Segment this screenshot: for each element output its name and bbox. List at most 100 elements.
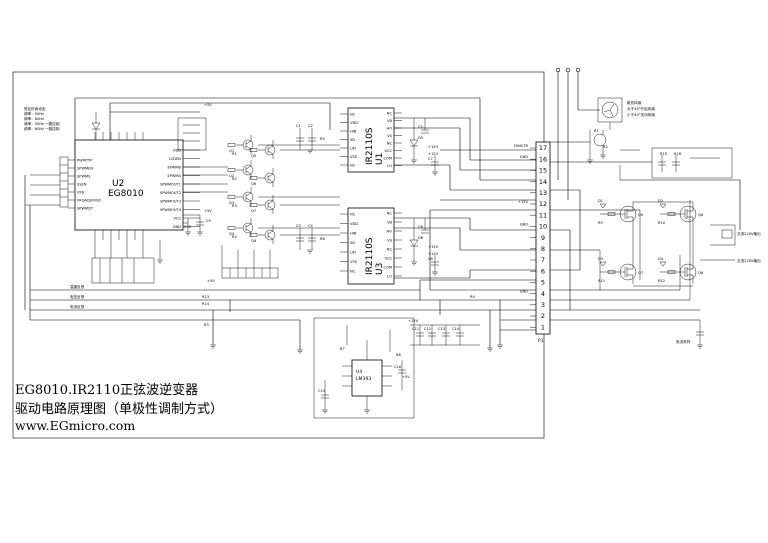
pin-label: VB: [387, 220, 392, 224]
transistor: [242, 191, 254, 203]
resistor-ref: R2: [232, 177, 237, 181]
u2-bottom-network: [91, 240, 161, 284]
pin-label: GND: [173, 225, 181, 229]
capacitor-ref: C12: [424, 327, 431, 331]
pin-label: SD: [350, 138, 355, 142]
pin-label: LIN: [350, 146, 356, 150]
header-row: [221, 245, 279, 279]
transistor-collector: [267, 200, 274, 205]
pin-label: HO: [386, 229, 392, 233]
capacitor-ref: C2: [308, 124, 313, 128]
chip-part: EG8010: [108, 189, 144, 199]
pin-label: VS: [387, 238, 392, 242]
mosfet-ref: Q5: [638, 213, 643, 217]
pin-label: SD: [350, 241, 355, 245]
pin-label: VB: [387, 119, 392, 123]
pin-label: LCDEN: [169, 157, 182, 161]
pin-label: COM: [384, 156, 392, 160]
transistor-emitter: [267, 150, 274, 155]
pin-label: SPWMEN: [77, 166, 93, 170]
p1-pin-number: 16: [539, 155, 547, 163]
label-volt: +15V: [428, 145, 439, 149]
p1-pin-number: 3: [541, 301, 545, 309]
label-current-feedback: 电流反馈: [70, 304, 85, 309]
fan-label: 小于40°关闭风扇: [627, 112, 655, 117]
mosfet-ref: Q6: [698, 213, 704, 217]
ac-out-label: 交流220V输出: [737, 258, 761, 263]
pin-label: NC: [350, 163, 356, 167]
transistor-collector: [245, 192, 252, 197]
note-line: 频率：50Hz: [24, 111, 44, 116]
capacitor-ref: C3: [296, 224, 301, 228]
u2-left-pins: PWMTYPSPWMENSPWMSSSENVFBFRQADJ/VFB2SPWMD…: [68, 158, 101, 210]
resistor-ref: R14: [202, 302, 210, 306]
pin-label: FRQADJ/VFB2: [77, 198, 101, 202]
chip-u2-eg8010: U2 EG8010 PWMTYPSPWMENSPWMSSSENVFBFRQADJ…: [68, 132, 200, 240]
note-line: 频率：60Hz 一路控制: [24, 126, 60, 131]
fan-label: 散热风扇: [627, 100, 642, 105]
note-line: 死区时间设定: [24, 106, 46, 111]
p1-pins: 17FANCTR16GND15141312+15V1110GND987654GN…: [514, 144, 547, 331]
capacitor-ref: C1: [296, 124, 301, 128]
power-cap-bank: +15V +5V: [402, 319, 480, 379]
pin-label: NC: [350, 212, 356, 216]
resistor-ref: R3: [204, 323, 209, 327]
caption-url: www.EGmicro.com: [15, 418, 135, 433]
dead-time-notes: 死区时间设定 频率：50Hz 频率：60Hz 频率：50Hz 一路控制 频率：6…: [24, 106, 60, 131]
base-resistor: [249, 176, 258, 180]
chip-part: LM393: [356, 376, 371, 382]
label-current-sample: 电流采样: [676, 339, 691, 344]
pin-label: SPWMOUT2: [160, 191, 181, 195]
base-resistor: [249, 148, 258, 152]
pin-label: PWMTYP: [77, 158, 93, 162]
pin-label: HIN: [350, 129, 357, 133]
pin-label: HO: [386, 126, 392, 130]
p1-pin-number: 2: [541, 312, 545, 320]
gate-resistor: [667, 212, 676, 216]
p1-pin-number: 6: [541, 267, 545, 275]
gate-diode: [599, 261, 607, 267]
resistor-ref: R10: [658, 221, 666, 225]
pin-label: SPWMS: [77, 174, 91, 178]
ground-symbols: [157, 149, 703, 414]
resistor-ref: R1: [594, 129, 599, 133]
resistor-ref: R3: [232, 204, 237, 208]
label-volt: +5V: [204, 209, 212, 213]
pin-label: LO: [387, 274, 392, 278]
capacitor-ref: C14: [452, 327, 460, 331]
gate-diode: [659, 261, 667, 267]
transistor: [242, 164, 254, 176]
label-voltage-feedback: 电压反馈: [70, 294, 85, 299]
chip-ref: U1: [375, 153, 385, 165]
u2-right-rc: [183, 214, 204, 232]
ac-out-label: 交流220V输出: [737, 231, 761, 236]
transistor-ref: Q4: [229, 232, 235, 236]
transistor-ref: Q7: [251, 209, 256, 213]
resistor-ref: R13: [202, 295, 209, 299]
gate-resistor: [607, 212, 616, 216]
diode-ref: D4: [658, 257, 664, 261]
label-volt: +12V: [428, 252, 439, 256]
mosfet-ref: Q8: [698, 271, 704, 275]
diode-ref: D3: [598, 257, 603, 261]
transistor-collector: [267, 173, 274, 178]
capacitor-ref: C13: [438, 327, 445, 331]
pin-label: SPWMOUT1: [160, 182, 181, 186]
resistor-ref: R11: [598, 279, 605, 283]
p1-pin-number: 17: [539, 144, 547, 152]
transistor-emitter: [267, 235, 274, 240]
pin-label: SSEN: [77, 182, 87, 186]
p1-pin-number: 10: [539, 223, 547, 231]
pin-label: VCC: [385, 256, 393, 260]
base-resistor: [249, 203, 258, 207]
transistor-collector: [245, 140, 252, 145]
transistor-emitter: [245, 228, 252, 233]
resistor-ref: R12: [658, 279, 665, 283]
p1-pin-label: GND: [520, 222, 528, 226]
capacitor-ref: C6: [418, 225, 424, 229]
pin-label: VDD: [173, 148, 181, 152]
